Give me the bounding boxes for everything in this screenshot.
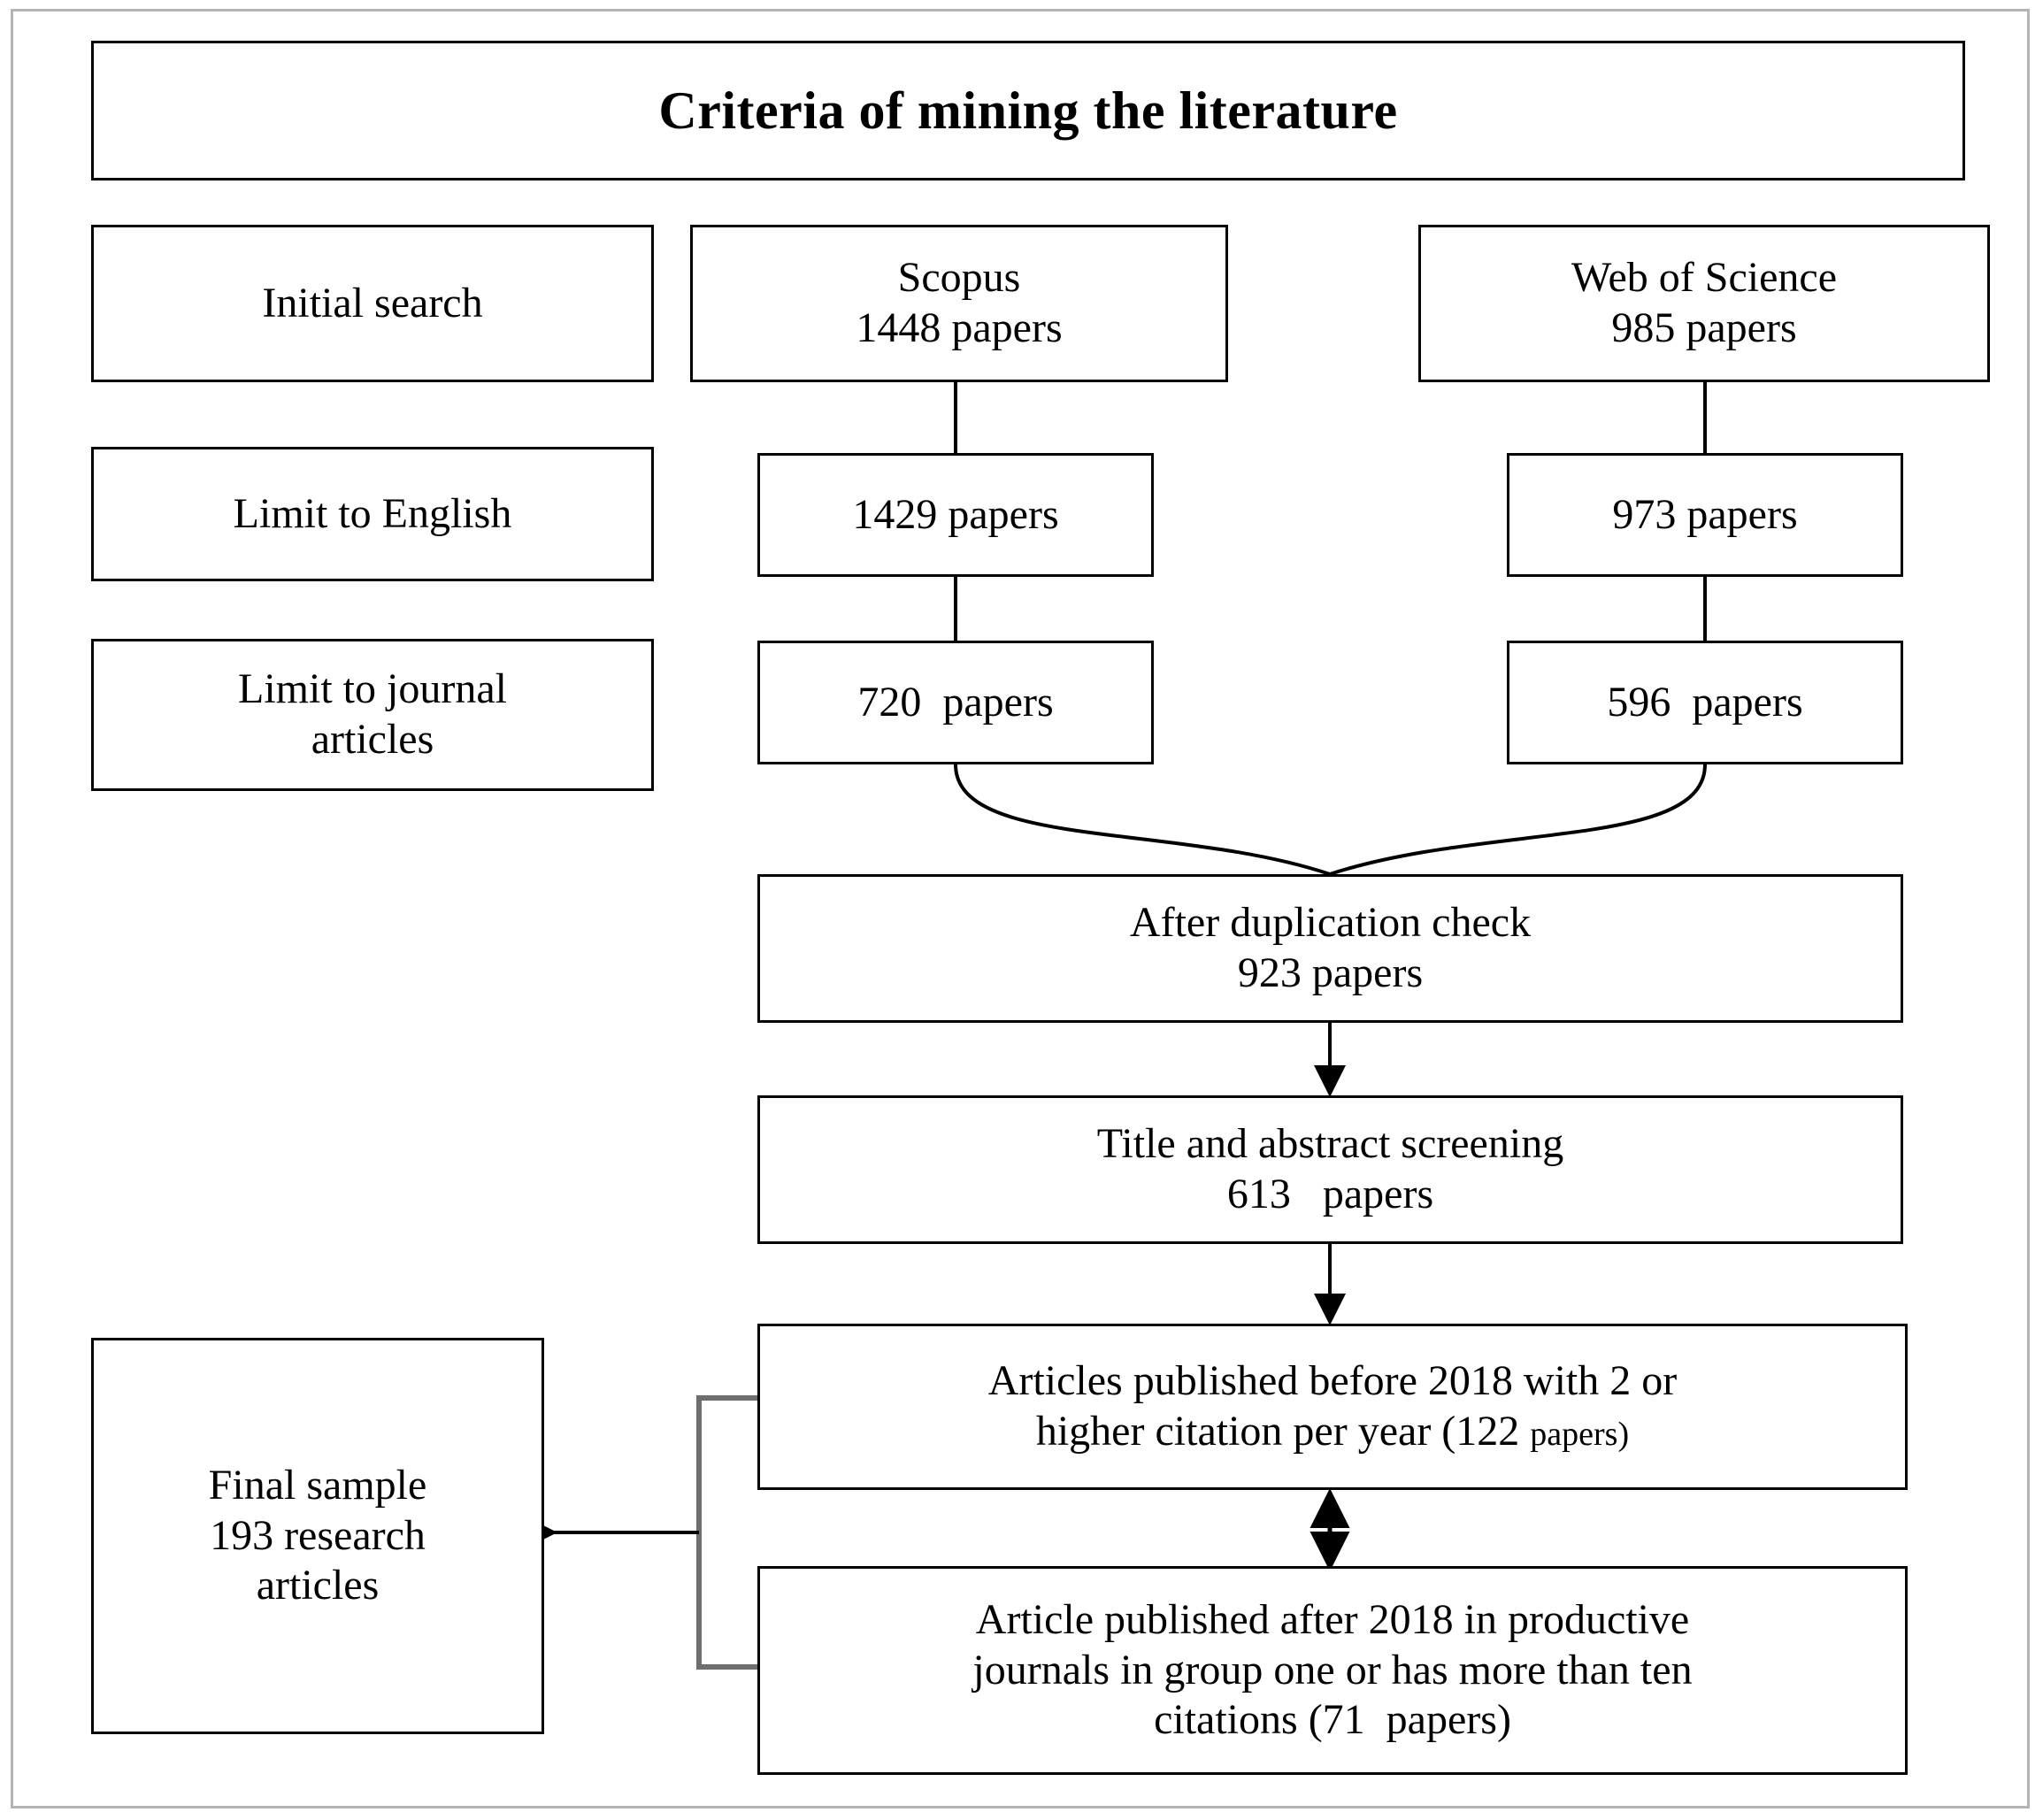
source-scopus-journal-value: 720 papers [857, 678, 1054, 726]
page-title-text: Criteria of mining the literature [658, 81, 1398, 140]
source-scopus-name: Scopus [897, 254, 1021, 302]
final-sample-line2: 193 research [210, 1511, 426, 1559]
source-wos-english-count: 973 papers [1507, 453, 1903, 577]
stage-before-2018-papers-note: papers) [1530, 1416, 1630, 1453]
stage-initial-search: Initial search [91, 225, 654, 382]
stage-after-duplication-check: After duplication check 923 papers [757, 874, 1903, 1023]
source-scopus-count: 1448 papers [856, 304, 1063, 351]
page-title: Criteria of mining the literature [91, 41, 1965, 180]
source-wos-english-value: 973 papers [1612, 490, 1798, 538]
source-wos-journal-count: 596 papers [1507, 641, 1903, 764]
stage-articles-after-2018: Article published after 2018 in producti… [757, 1566, 1908, 1775]
stage-initial-search-label: Initial search [262, 279, 483, 326]
stage-limit-to-english-label: Limit to English [233, 489, 512, 537]
stage-limit-to-journal-articles: Limit to journal articles [91, 639, 654, 791]
stage-duplication-label: After duplication check [1129, 899, 1532, 947]
source-wos-count: 985 papers [1611, 304, 1797, 351]
source-wos-journal-value: 596 papers [1607, 678, 1803, 726]
stage-screening-label: Title and abstract screening [1096, 1120, 1564, 1168]
figure-frame [11, 9, 2030, 1808]
source-scopus-english-count: 1429 papers [757, 453, 1154, 577]
stage-before-2018-line1: Articles published before 2018 with 2 or [987, 1357, 1678, 1405]
stage-before-2018-line2-main: higher citation per year (122 [1035, 1408, 1531, 1455]
stage-title-abstract-screening: Title and abstract screening 613 papers [757, 1095, 1903, 1244]
stage-before-2018-line2: higher citation per year (122 papers) [1036, 1407, 1629, 1457]
stage-after-2018-line2: journals in group one or has more than t… [972, 1646, 1693, 1693]
final-sample: Final sample 193 research articles [91, 1338, 544, 1734]
source-web-of-science: Web of Science 985 papers [1418, 225, 1990, 382]
stage-screening-count: 613 papers [1226, 1171, 1434, 1217]
source-scopus-english-value: 1429 papers [852, 490, 1059, 538]
source-scopus: Scopus 1448 papers [690, 225, 1228, 382]
source-scopus-journal-count: 720 papers [757, 641, 1154, 764]
stage-duplication-count: 923 papers [1237, 949, 1424, 996]
stage-after-2018-line3: citations (71 papers) [1154, 1696, 1511, 1744]
final-sample-line1: Final sample [208, 1462, 427, 1509]
final-sample-line3: articles [256, 1562, 380, 1609]
source-wos-name: Web of Science [1571, 254, 1837, 302]
stage-articles-before-2018: Articles published before 2018 with 2 or… [757, 1324, 1908, 1490]
stage-after-2018-line1: Article published after 2018 in producti… [975, 1596, 1690, 1644]
stage-limit-to-english: Limit to English [91, 447, 654, 581]
stage-limit-to-journal-line2: articles [311, 716, 434, 763]
stage-limit-to-journal-line1: Limit to journal [238, 665, 507, 713]
